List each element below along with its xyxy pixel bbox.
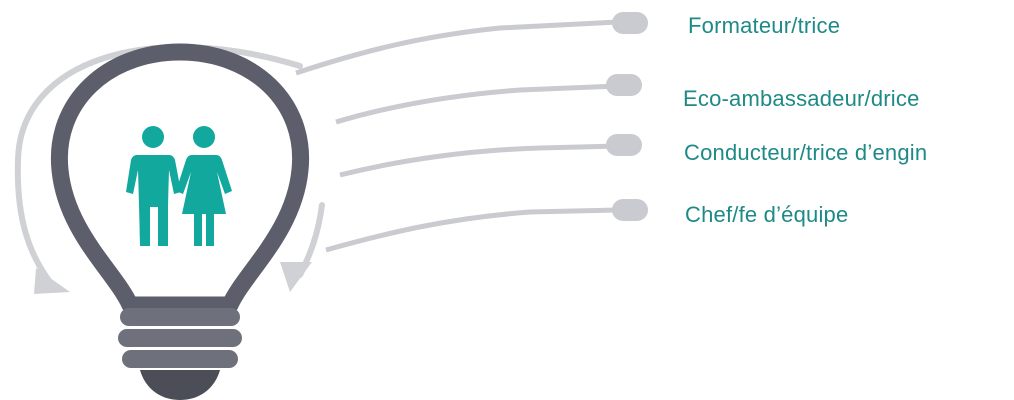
connector-line-1: [295, 19, 619, 76]
role-label-formateur: Formateur/trice: [688, 13, 840, 38]
connector-pills: [606, 12, 648, 221]
role-label-conducteur: Conducteur/trice d’engin: [684, 140, 927, 165]
role-label-chef-equipe: Chef/fe d’équipe: [685, 202, 848, 227]
connector-pill-4: [612, 199, 648, 221]
connector-pill-1: [612, 12, 648, 34]
connector-pill-3: [606, 134, 642, 156]
role-labels: Formateur/trice Eco-ambassadeur/drice Co…: [683, 13, 927, 227]
bulb-base-ring-1: [120, 308, 240, 326]
light-bulb-icon: [50, 43, 310, 400]
bulb-base-tip: [140, 370, 220, 400]
connector-pill-2: [606, 74, 642, 96]
man-figure: [126, 126, 181, 246]
connector-line-4: [325, 207, 619, 253]
role-label-eco-ambassadeur: Eco-ambassadeur/drice: [683, 86, 920, 111]
connector-line-2: [335, 83, 619, 125]
bulb-base-ring-2: [118, 329, 242, 347]
right-arrow-head: [280, 262, 312, 292]
couple-icon: [126, 126, 232, 246]
connector-lines: [295, 19, 619, 253]
woman-figure: [176, 126, 232, 246]
left-arrow-head: [34, 268, 70, 294]
bulb-base-ring-3: [122, 350, 238, 368]
connector-line-3: [339, 143, 619, 178]
bulb-glass-outline: [50, 43, 310, 314]
